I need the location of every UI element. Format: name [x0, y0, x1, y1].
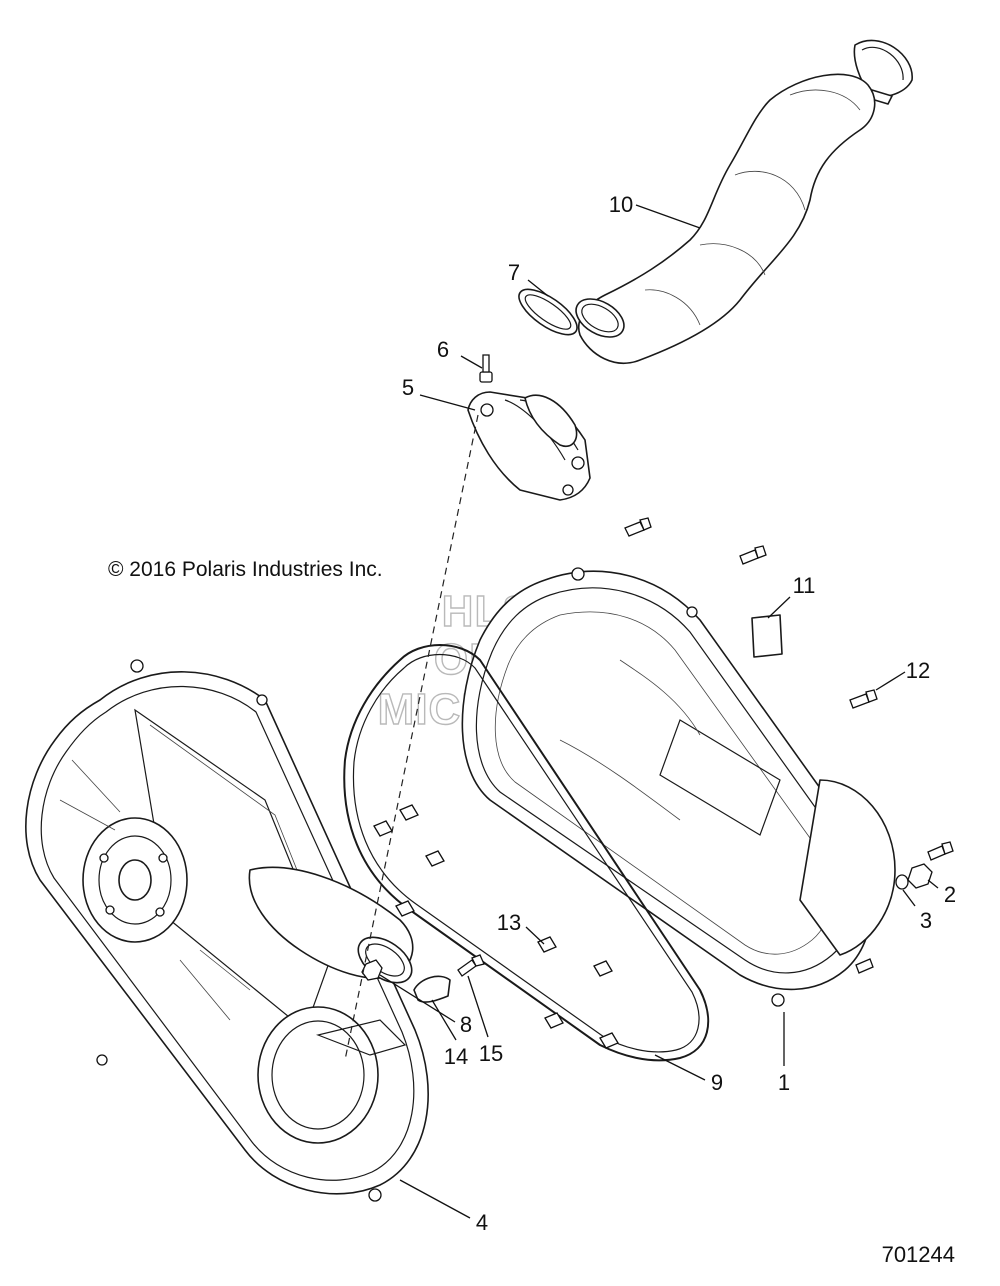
callout-6: 6 [437, 337, 449, 362]
callout-10: 10 [609, 192, 633, 217]
part-2-nut [907, 863, 933, 889]
callout-2: 2 [944, 882, 956, 907]
callout-12: 12 [906, 658, 930, 683]
callout-9: 9 [711, 1070, 723, 1095]
callout-1: 1 [778, 1070, 790, 1095]
callout-13: 13 [497, 910, 521, 935]
alignment-line [344, 414, 479, 1061]
part-14-bracket [413, 975, 451, 1003]
part-7-clamp [518, 288, 578, 336]
part-6-screw [479, 354, 493, 383]
part-11-label [751, 614, 783, 658]
part-15-bolt [457, 954, 485, 977]
figure-id: 701244 [882, 1242, 955, 1267]
callout-labels: 1 2 3 4 5 6 7 8 9 10 11 12 13 14 15 [402, 192, 956, 1235]
part-5-intake-adapter [467, 391, 591, 501]
part-12-screws [624, 517, 954, 974]
copyright-notice: © 2016 Polaris Industries Inc. [108, 558, 383, 581]
callout-8: 8 [460, 1012, 472, 1037]
callout-5: 5 [402, 375, 414, 400]
part-8-nut [361, 959, 383, 981]
leader-lines [379, 204, 939, 1219]
callout-11: 11 [793, 573, 816, 598]
callout-4: 4 [476, 1210, 488, 1235]
part-3-washer [895, 874, 909, 890]
callout-14: 14 [444, 1044, 468, 1069]
callout-3: 3 [920, 908, 932, 933]
part-10-intake-duct [575, 39, 913, 364]
callout-7: 7 [508, 260, 520, 285]
part-1-inner-clutch-cover [461, 567, 896, 1007]
callout-15: 15 [479, 1041, 503, 1066]
part-13-screws [373, 804, 619, 1049]
part-4-outer-clutch-cover [25, 659, 429, 1202]
